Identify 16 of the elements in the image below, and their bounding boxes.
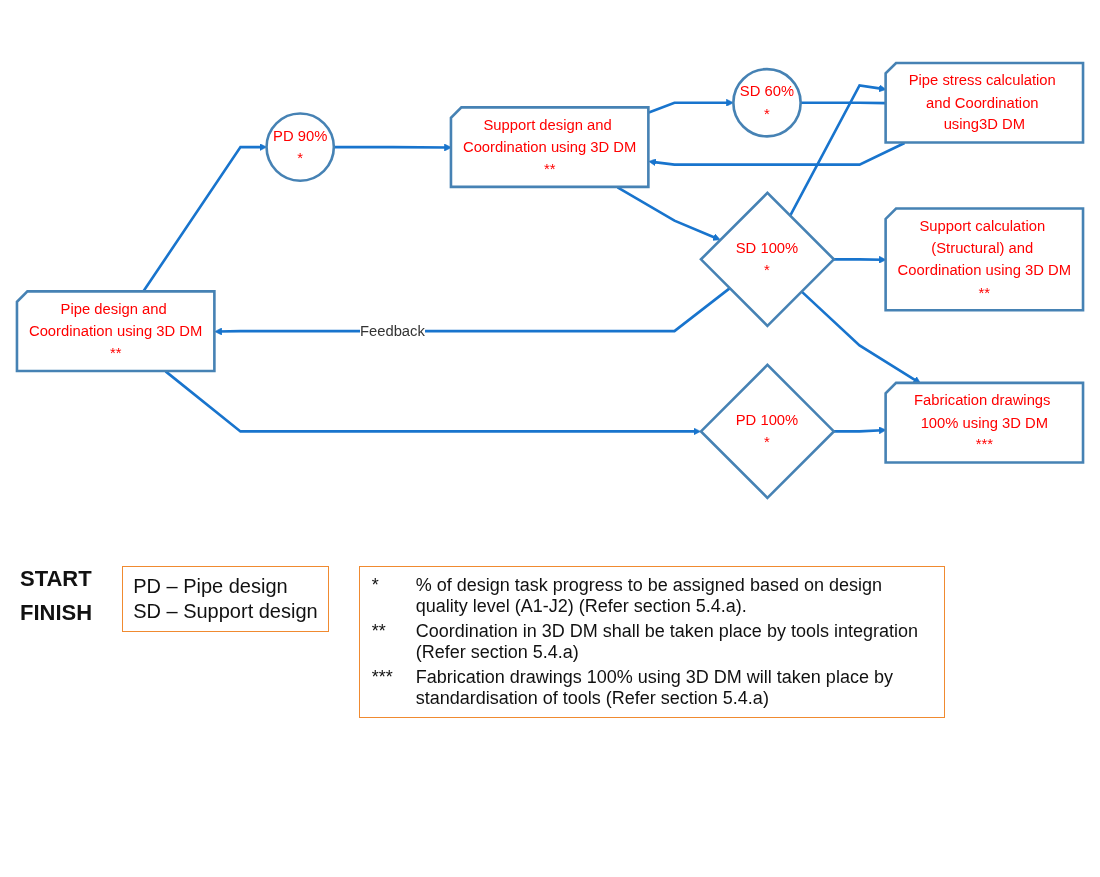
arrow (648, 98, 734, 114)
node-diamond: SD 100% * (699, 190, 836, 328)
footnote-text: % of design task progress to be assigned based on design quality level (A1-J2) (Refer section 5.4.a). (415, 575, 883, 617)
footnote-mark: * (371, 575, 380, 597)
footnote-mark: *** (371, 667, 394, 689)
footnote-mark: ** (371, 621, 387, 643)
stage-label: FINISH (20, 600, 93, 626)
node-circle: PD 90% * (265, 111, 336, 182)
abbreviation-text: SD – Support design (133, 600, 318, 623)
footnote-text: Fabrication drawings 100% using 3D DM will taken place by standardisation of tools (Refer section 5.4.a) (415, 667, 894, 709)
node-circle: SD 60% * (732, 67, 802, 138)
node-diamond: PD 100% * (699, 362, 836, 500)
footnote-text: Coordination in 3D DM shall be taken place by tools integration (Refer section 5.4.a) (415, 621, 919, 663)
edge-label: Feedback (359, 322, 425, 339)
abbreviation-text: PD – Pipe design (133, 575, 289, 598)
stage-label: START (20, 566, 93, 592)
